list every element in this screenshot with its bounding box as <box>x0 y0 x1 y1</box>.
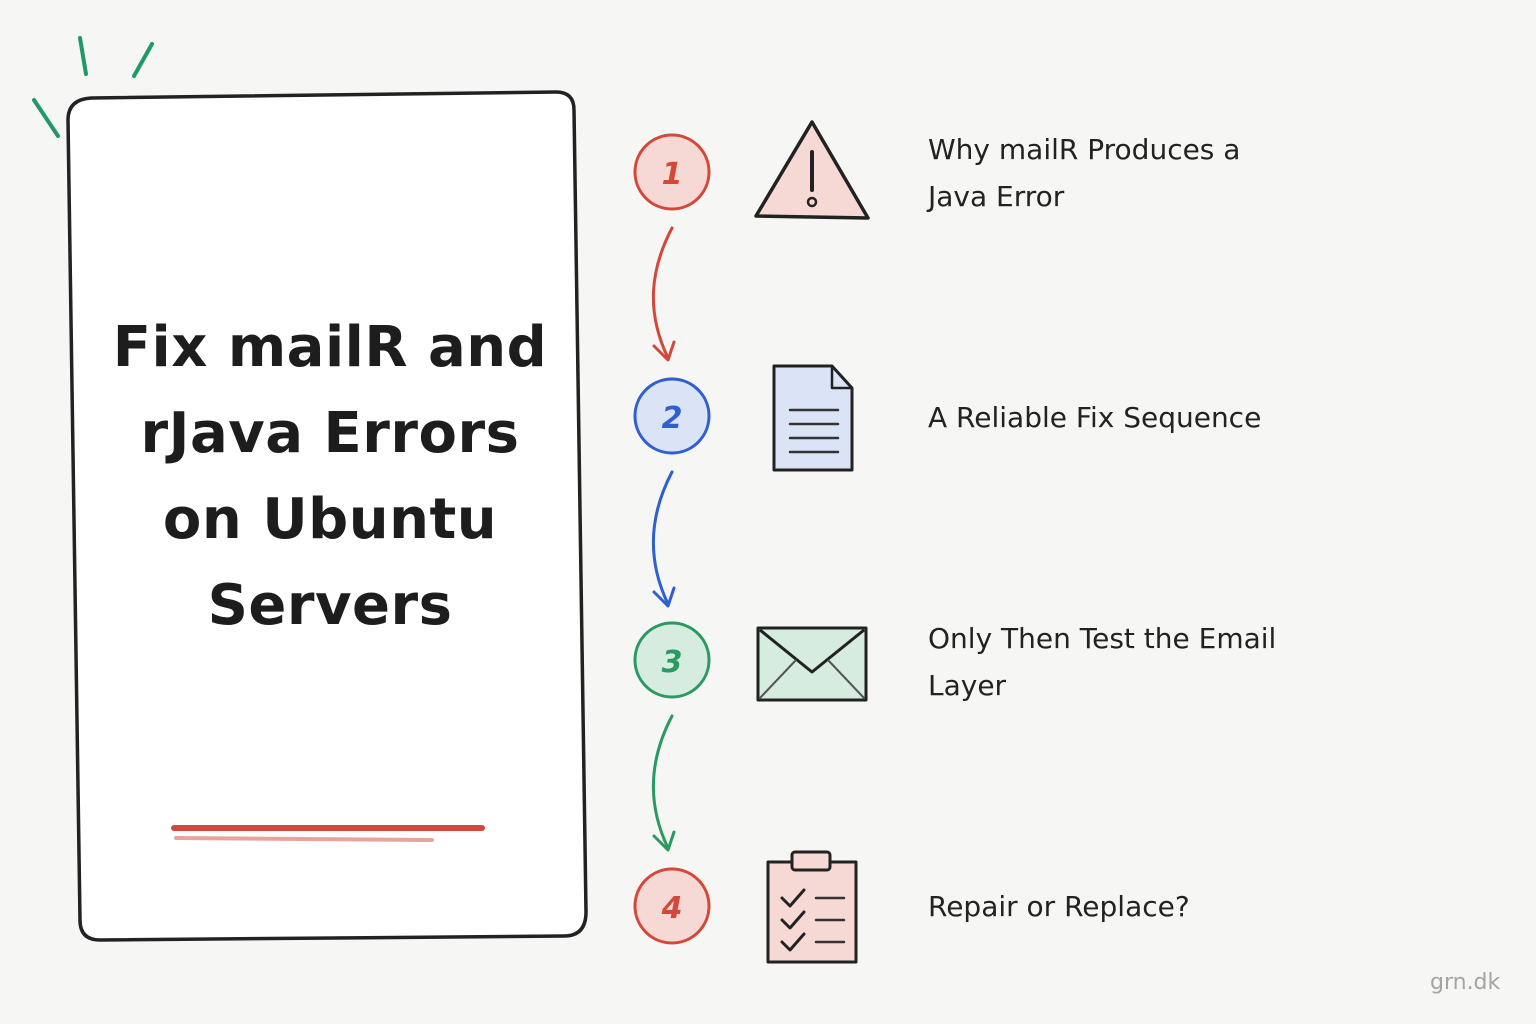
connector-arrow-1-2 <box>651 226 676 362</box>
step-1-label-line-2: Java Error <box>928 180 1065 213</box>
watermark: grn.dk <box>1430 970 1501 995</box>
step-4-circle: 4 <box>633 867 711 945</box>
page-title: Fix mailR and rJava Errors on Ubuntu Ser… <box>100 305 560 649</box>
step-4-number: 4 <box>661 891 683 926</box>
step-3-label-line-1: Only Then Test the Email <box>928 622 1277 655</box>
step-3-circle: 3 <box>633 621 711 699</box>
step-4-label-line-1: Repair or Replace? <box>928 890 1190 923</box>
step-1-label: Why mailR Produces a Java Error <box>928 126 1308 220</box>
clipboard-checklist-icon <box>766 850 858 964</box>
step-1-circle: 1 <box>633 133 711 211</box>
title-underline-shadow <box>174 836 434 842</box>
envelope-icon <box>756 626 868 702</box>
title-line-4: Servers <box>207 573 453 638</box>
connector-arrow-3-4 <box>651 714 676 852</box>
title-card <box>66 90 588 942</box>
step-2-label: A Reliable Fix Sequence <box>928 394 1308 441</box>
step-2-number: 2 <box>662 401 683 436</box>
title-line-3: on Ubuntu <box>162 487 498 552</box>
step-3-number: 3 <box>662 645 683 680</box>
title-line-2: rJava Errors <box>140 401 520 466</box>
step-2-circle: 2 <box>633 377 711 455</box>
document-icon <box>772 364 854 472</box>
step-1-label-line-1: Why mailR Produces a <box>928 133 1241 166</box>
title-line-1: Fix mailR and <box>112 315 548 380</box>
step-3-label-line-2: Layer <box>928 669 1007 702</box>
sparkle-marks <box>32 36 154 138</box>
step-2-label-line-1: A Reliable Fix Sequence <box>928 401 1262 434</box>
connector-arrow-2-3 <box>651 470 676 608</box>
step-4-label: Repair or Replace? <box>928 883 1308 930</box>
step-3-label: Only Then Test the Email Layer <box>928 615 1308 709</box>
step-1-number: 1 <box>662 157 683 192</box>
warning-triangle-icon <box>754 120 870 220</box>
